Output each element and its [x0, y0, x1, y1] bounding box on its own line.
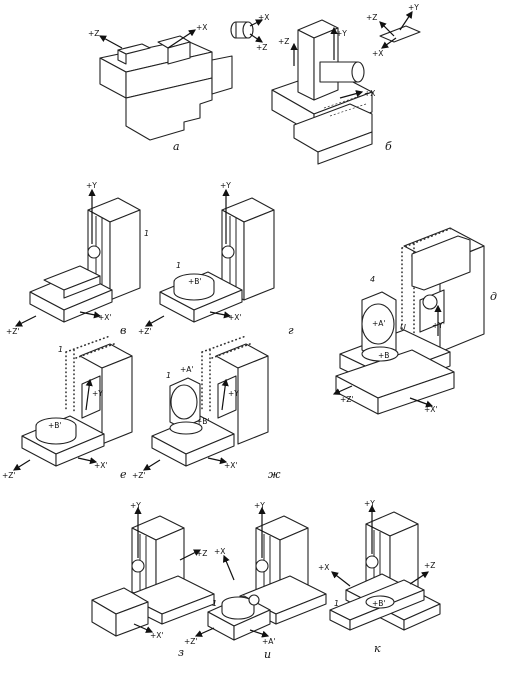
- axis-label-xp-e: +X': [94, 461, 107, 470]
- axis-label-z-b: +Z: [278, 37, 289, 46]
- axis-label-y: +Y: [336, 29, 347, 38]
- axis-label-bp-k: +B': [372, 599, 386, 608]
- figure-v: +Y +Z' +X' 1 в: [6, 181, 149, 337]
- axis-arrow-x: [167, 29, 196, 49]
- axis-label-y-z: +Y: [130, 501, 141, 510]
- axis-label-xp-zh: +X': [224, 461, 237, 470]
- axis-label-z-z: +Z: [196, 549, 207, 558]
- caption-z: з: [178, 646, 184, 659]
- axis-label-zp-i: +Z': [184, 637, 197, 646]
- caption-a: а: [173, 140, 180, 153]
- axis-label-xp-d: +X': [424, 405, 437, 414]
- axis-label-x-k: +X: [318, 563, 329, 572]
- label-one-i: 1: [212, 599, 217, 608]
- caption-v: в: [120, 324, 126, 337]
- axis-label-y-k: +Y: [364, 499, 375, 508]
- figure-b: +Y +Z +X +Y +Z +X б: [271, 3, 421, 165]
- figure-a: +X +Z +X +Z а: [88, 13, 269, 153]
- axis-label-zp-e: +Z': [2, 471, 15, 480]
- axis-label-xp-z: +X': [150, 631, 163, 640]
- axis-label-x-i: +X: [214, 547, 225, 556]
- caption-e: е: [120, 468, 127, 481]
- caption-i: и: [264, 648, 271, 661]
- axis-label-z-small: +Z: [256, 43, 267, 52]
- axis-label-zp-v: +Z': [6, 327, 19, 336]
- label-one-zh: 1: [166, 371, 171, 380]
- axis-label-xp-v: +X': [98, 313, 111, 322]
- axis-label-y-v: +Y: [86, 181, 97, 190]
- figure-g: +Y +Z' +X' +B' 1 г: [138, 181, 294, 337]
- label-one-v: 1: [144, 229, 149, 238]
- axis-label-y-zh: +Y: [228, 389, 239, 398]
- axis-label-ap-d: +A': [372, 319, 385, 328]
- caption-k: к: [374, 642, 381, 655]
- axis-label-bp-zh: +B': [196, 417, 210, 426]
- caption-zh: ж: [268, 468, 281, 481]
- axis-label-y-e: +Y: [92, 389, 103, 398]
- axis-label-bp-g: +B': [188, 277, 202, 286]
- figure-zh: +Y +Z' +X' +A' +B' 1 ж: [132, 335, 281, 481]
- figure-k: +Y +X +Z +B' 1 к: [318, 499, 441, 655]
- label-u-d: U: [400, 323, 406, 332]
- axis-label-z: +Z: [88, 29, 99, 38]
- caption-d: д: [490, 290, 497, 303]
- axis-label-xp-g: +X': [228, 313, 241, 322]
- axis-arrow-z: [98, 35, 123, 49]
- caption-g: г: [288, 324, 294, 337]
- axis-label-zp-d: +Z': [340, 395, 353, 404]
- axis-label-y-g: +Y: [220, 181, 231, 190]
- axis-label-ap-i: +A': [262, 637, 275, 646]
- label-one-e: 1: [58, 345, 63, 354]
- caption-b: б: [385, 140, 392, 153]
- label-one-g: 1: [176, 261, 181, 270]
- axis-label-yp-d: +Y': [432, 321, 445, 330]
- axis-label-x: +X: [196, 23, 207, 32]
- axis-label-ap-zh: +A': [180, 365, 193, 374]
- axis-label-zp-zh: +Z': [132, 471, 145, 480]
- axis-label-b-d: +B: [378, 351, 389, 360]
- axis-label-x-b: +X: [364, 89, 375, 98]
- figure-e: +Y +Z' +X' +B' 1 е: [2, 335, 133, 481]
- axis-label-y-i: +Y: [254, 501, 265, 510]
- axis-label-zp-g: +Z': [138, 327, 151, 336]
- figure-d: +Y' +Z' +X' +A' +B 4 U д: [332, 227, 497, 415]
- label-one-k: 1: [334, 599, 339, 608]
- label-four-d: 4: [370, 275, 375, 284]
- axis-label-x-small-b: +X: [372, 49, 383, 58]
- axis-label-y-small: +Y: [408, 3, 419, 12]
- axis-label-z-small-b: +Z: [366, 13, 377, 22]
- figure-z: +Y +Z +X' з: [91, 501, 215, 659]
- axis-label-z-k: +Z: [424, 561, 435, 570]
- axis-label-bp-e: +B': [48, 421, 62, 430]
- figure-i: +Y +X +Z' +A' 1 и: [184, 501, 327, 661]
- axis-label-x-small: +X: [258, 13, 269, 22]
